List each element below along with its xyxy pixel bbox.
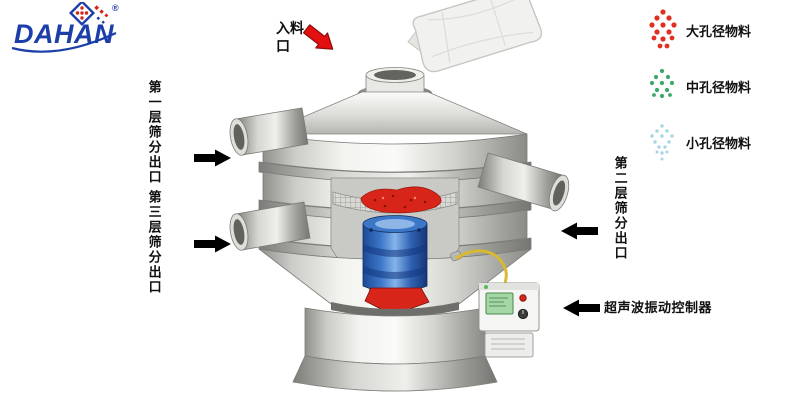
legend-item-large: 大孔径物料 [646,4,751,56]
controller-button [519,294,527,302]
legend-label-large: 大孔径物料 [686,23,752,39]
outlet-layer2-arrow-icon [561,222,598,240]
controller-label: 超声波振动控制器 [604,300,713,315]
controller-arrow-icon [563,299,600,317]
power-cable [455,249,508,287]
vibrating-sieve-machine-illustration [229,67,570,392]
ultrasonic-controller-unit [478,282,540,358]
brand-name: DAHAN [14,19,114,49]
outlet-layer3-label: 第三层筛分出口 [146,190,162,295]
legend-label-small: 小孔径物料 [686,135,752,151]
registered-mark: ® [112,3,119,13]
brand-logo: DAHAN ® [6,0,138,66]
vibration-motor [362,215,428,293]
deck-band-1 [262,133,528,173]
outlet-spout-layer1 [229,107,309,156]
legend: 大孔径物料 中孔径物料 [646,4,751,168]
outlet-layer1-arrow-icon [194,149,231,167]
base-stand [292,307,498,392]
outlet-spout-layer3 [229,201,311,251]
feed-inlet-label: 入料口 [276,20,304,54]
legend-item-small: 小孔径物料 [646,116,751,168]
legend-item-medium: 中孔径物料 [646,60,751,112]
controller-base [484,332,534,358]
large-particles-icon [649,9,677,49]
logo-swoosh [11,32,117,53]
small-particles-icon [650,124,674,161]
screened-material [360,186,442,214]
controller-indicator-light [484,285,488,289]
outlet-layer3-arrow-icon [194,235,231,253]
logo-graphic [11,0,117,53]
cone-shadow [331,302,459,317]
legend-label-medium: 中孔径物料 [686,79,752,95]
controller-screen [485,292,514,315]
feed-inlet-arrow-icon [302,24,334,50]
outlet-layer1-label: 第一层筛分出口 [146,80,162,185]
medium-particles-icon [649,68,675,99]
outlet-spout-layer2 [477,152,570,212]
outlet-layer2-label: 第二层筛分出口 [612,156,628,261]
sample-bag-illustration [407,0,543,73]
